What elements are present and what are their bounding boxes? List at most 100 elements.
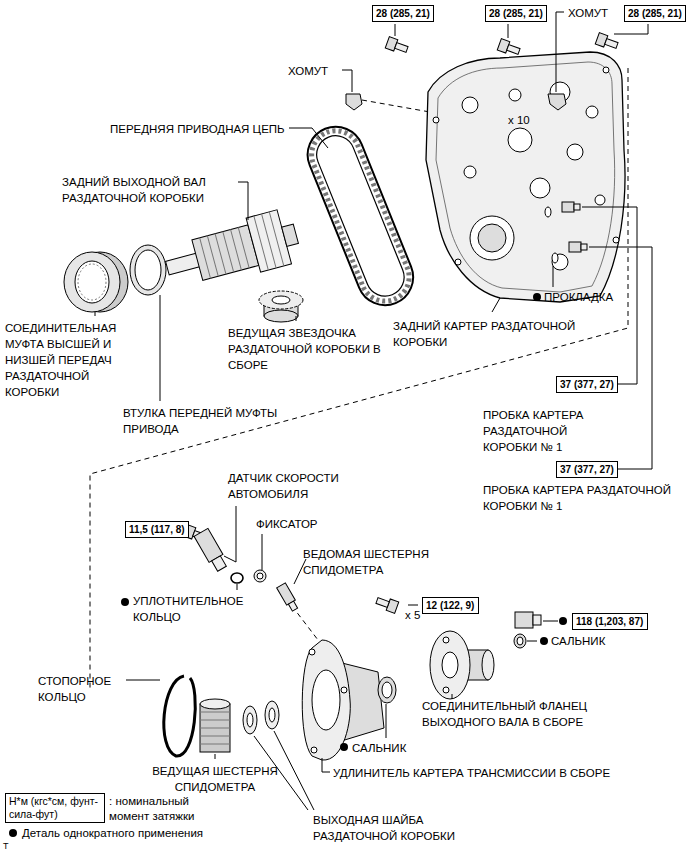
part-name: СОЕДИНИТЕЛЬНАЯ МУФТА ВЫСШЕЙ И НИЗШЕЙ ПЕР… (5, 320, 130, 400)
leader-line (452, 694, 453, 699)
part-name: ЗАДНИЙ КАРТЕР РАЗДАТОЧНОЙ КОРОБКИ (393, 318, 613, 350)
leader-line (296, 316, 297, 321)
gasket (545, 207, 551, 217)
housing-hole (341, 687, 347, 693)
shaft-body (192, 225, 259, 281)
plug (581, 244, 587, 250)
shaft-splines (200, 227, 250, 278)
part-name: УДЛИНИТЕЛЬ КАРТЕРА ТРАНСМИССИИ В СБОРЕ (333, 765, 610, 781)
corner-mark: T (3, 838, 9, 854)
leader-line (224, 506, 236, 562)
part-name: ВЕДОМАЯ ШЕСТЕРНЯ СПИДОМЕТРА (303, 546, 473, 578)
torque-box: 12 (122, 9) (422, 597, 479, 614)
case-hole (567, 144, 583, 160)
case-rim (436, 62, 615, 292)
legend-dot (9, 829, 17, 837)
drive-gear-top (200, 699, 230, 709)
case-hole (530, 178, 550, 198)
torque-value: Н*м (кгс*см, фунт-сила-фут) (9, 795, 101, 821)
part-name: ВЕДУЩАЯ ШЕСТЕРНЯ СПИДОМЕТРА (140, 763, 290, 795)
shaft-teeth (254, 212, 284, 270)
leader-lines (95, 12, 652, 810)
washer-bore (247, 713, 253, 727)
torque-value: 11,5 (117, 8) (129, 523, 185, 536)
plug (574, 204, 580, 210)
drive-chain (299, 118, 421, 313)
sleeve-front (64, 252, 120, 312)
leader-line (492, 298, 500, 312)
housing-flange (302, 640, 350, 760)
retainer-bore (257, 573, 263, 579)
leader-line (508, 24, 509, 38)
companion-flange (430, 631, 494, 699)
chain-links (304, 123, 416, 308)
part-name: ПРОБКА КАРТЕРА РАЗДАТОЧНОЙ КОРОБКИ № 1 (483, 482, 683, 514)
part-name: УПЛОТНИТЕЛЬНОЕ КОЛЬЦО (133, 593, 248, 625)
torque-value: 118 (1,203, 87) (576, 615, 644, 628)
part-name: СОЕДИНИТЕЛЬНЫЙ ФЛАНЕЦ ВЫХОДНОГО ВАЛА В С… (422, 698, 622, 730)
bolts (183, 33, 619, 614)
plug (562, 202, 574, 212)
flange-bore (442, 652, 458, 678)
leader-line (237, 584, 238, 590)
leader-line (238, 182, 248, 220)
torque-value: 28 (285, 21) (376, 7, 430, 20)
leader-line (215, 754, 216, 759)
drive-gear-teeth (200, 712, 230, 744)
torque-box: 118 (1,203, 87) (572, 613, 648, 630)
rear-output-shaft (160, 207, 303, 296)
housing-hole (311, 747, 317, 753)
bolt (375, 595, 399, 613)
nut-collar (533, 615, 541, 625)
case-hole (552, 254, 568, 270)
part-name: ЗАДНИЙ ВЫХОДНОЙ ВАЛ РАЗДАТОЧНОЙ КОРОБКИ (62, 174, 237, 206)
torque-box: 37 (377, 27) (556, 376, 618, 393)
oil-seal (378, 677, 396, 703)
case-hole (508, 128, 532, 152)
case-hole (455, 259, 461, 265)
case-hole (478, 224, 506, 252)
seal-inner (517, 637, 523, 645)
ring-outer (130, 245, 166, 295)
sensor-tip (212, 556, 227, 571)
seal-outer (514, 634, 526, 648)
torque-value: 28 (285, 21) (628, 7, 682, 20)
retainer (254, 570, 266, 582)
leader-line (322, 758, 330, 772)
torque-box: 28 (285, 21) (624, 5, 686, 22)
shaft-end (166, 253, 201, 275)
leader-line (543, 621, 558, 622)
leader-line (274, 731, 314, 810)
single-use-dot (121, 598, 129, 606)
leader-line (553, 266, 554, 287)
single-use-dot (340, 743, 348, 751)
part-name: ПЕРЕДНЯЯ ПРИВОДНАЯ ЦЕПЬ (110, 121, 285, 137)
case-outline (426, 52, 625, 302)
single-use-dot (540, 637, 548, 645)
single-use-dot (533, 293, 541, 301)
bolt (385, 37, 409, 55)
leader-line (95, 312, 96, 316)
quantity-label: x 10 (508, 112, 530, 128)
case-hole (603, 67, 609, 73)
case-hole (509, 89, 521, 101)
drive-gear-body (200, 704, 230, 752)
case-holes (433, 67, 619, 270)
nut (514, 612, 541, 648)
flange-hub-end (482, 650, 494, 680)
part-name: САЛЬНИК (551, 633, 605, 649)
nut-body (515, 612, 533, 628)
gear-shaft (288, 601, 297, 611)
torque-box: 28 (285, 21) (485, 5, 547, 22)
sprocket-base (264, 310, 298, 322)
alignment-line (362, 100, 430, 112)
seal-inner (382, 682, 392, 698)
part-name: ФИКСАТОР (256, 516, 318, 532)
seal-outer (378, 677, 396, 703)
torque-value: 28 (285, 21) (489, 7, 543, 20)
torque-value: 37 (377, 27) (560, 463, 614, 476)
torque-value: 37 (377, 27) (560, 378, 614, 391)
housing-bore (312, 670, 340, 730)
case-hole (433, 117, 439, 123)
sleeve-bore (75, 261, 109, 303)
